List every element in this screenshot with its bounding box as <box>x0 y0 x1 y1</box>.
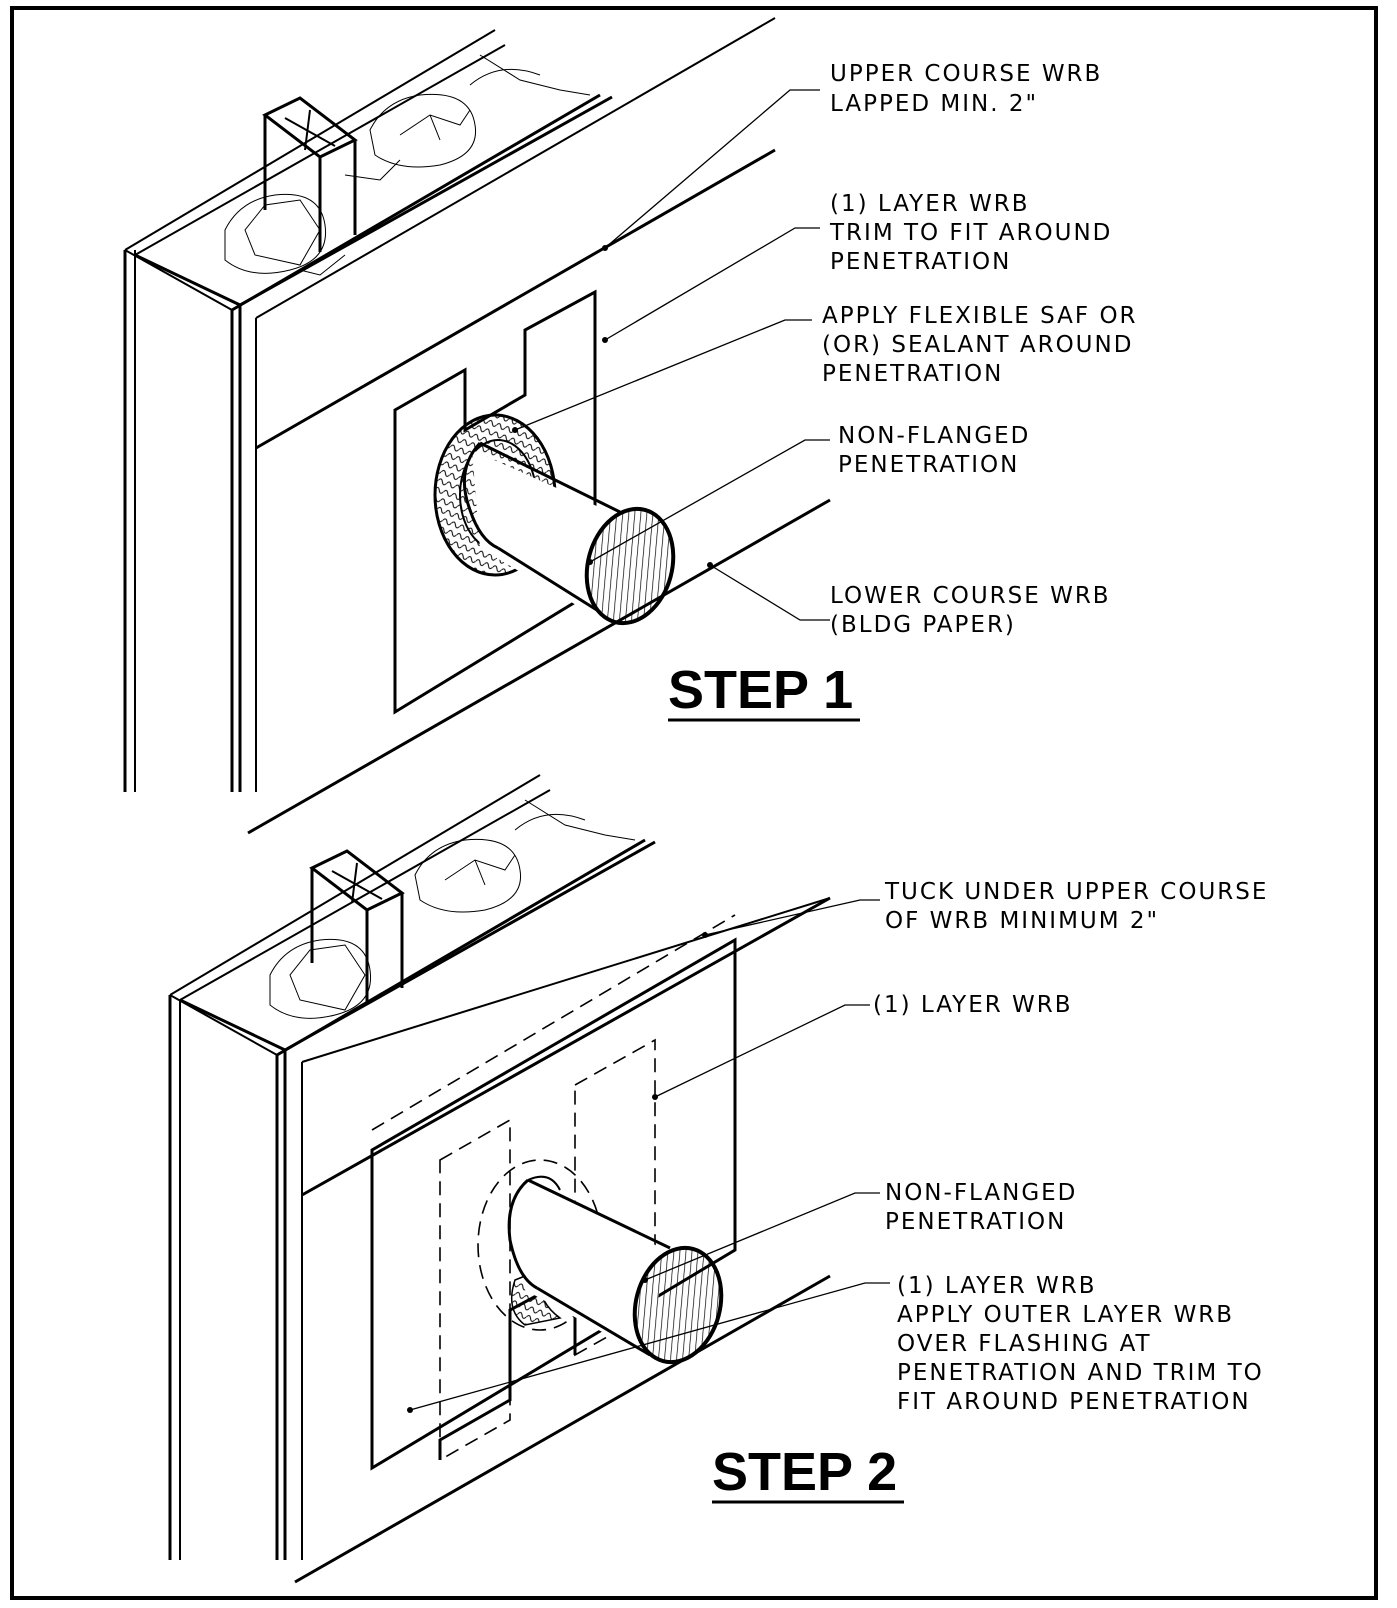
step1-note-layer-1: (1) LAYER WRB <box>830 191 1030 217</box>
step2-title: STEP 2 <box>712 1442 897 1502</box>
step1-stud <box>262 96 358 252</box>
step2-dashed-wrb-strips <box>439 1118 511 1462</box>
step2-note-outer-2: APPLY OUTER LAYER WRB <box>897 1302 1234 1328</box>
step2-wall-edge <box>168 994 303 1560</box>
step2-upper-course-line <box>301 896 831 1197</box>
step1-note-layer-3: PENETRATION <box>830 249 1011 275</box>
step2-insulation <box>269 799 636 1019</box>
drawing-frame <box>10 6 1378 1600</box>
step1-wrb-layer <box>393 289 597 715</box>
step2-stud <box>309 849 405 1005</box>
step2-outer-wrb-layer <box>370 937 737 1471</box>
step1-note-apply-2: (OR) SEALANT AROUND <box>822 332 1133 358</box>
step2-note-nonflanged-1: NON-FLANGED <box>885 1180 1077 1206</box>
step1-note-layer-2: TRIM TO FIT AROUND <box>829 220 1112 246</box>
step1-lower-course-line <box>247 498 831 835</box>
step2-note-outer-5: FIT AROUND PENETRATION <box>897 1389 1251 1415</box>
step1-note-lower-2: (BLDG PAPER) <box>830 612 1016 638</box>
step1-note-lower-1: LOWER COURSE WRB <box>830 583 1111 609</box>
step2-note-layer: (1) LAYER WRB <box>873 992 1073 1018</box>
step1-title: STEP 1 <box>668 660 853 720</box>
step1-pipe <box>462 441 676 626</box>
step2-note-outer-1: (1) LAYER WRB <box>897 1273 1097 1299</box>
step1-top-plate <box>124 17 776 319</box>
step1-note-apply-1: APPLY FLEXIBLE SAF OR <box>822 303 1138 329</box>
step2-pipe <box>507 1175 724 1365</box>
step1-drawing <box>123 17 831 835</box>
step1-note-upper-course-1: UPPER COURSE WRB <box>830 61 1102 87</box>
step2-dashed-upper-layer <box>371 914 736 1131</box>
step2-leaders <box>407 899 890 1413</box>
step2-lower-course-line <box>294 1274 831 1584</box>
step1-leaders <box>512 89 830 621</box>
step2-note-tuck-1: TUCK UNDER UPPER COURSE <box>884 879 1268 905</box>
step2-note-nonflanged-2: PENETRATION <box>885 1209 1066 1235</box>
step1-upper-course-line <box>255 148 776 450</box>
step1-note-upper-course-2: LAPPED MIN. 2" <box>830 91 1038 117</box>
step2-note-outer-3: OVER FLASHING AT <box>897 1331 1152 1357</box>
step1-note-apply-3: PENETRATION <box>822 361 1003 387</box>
step1-note-nonflanged-2: PENETRATION <box>838 452 1019 478</box>
step2-note-tuck-2: OF WRB MINIMUM 2" <box>885 908 1159 934</box>
step2-top-plate <box>169 774 831 1063</box>
step2-drawing <box>168 774 890 1584</box>
step1-insulation <box>224 54 591 276</box>
step2-note-outer-4: PENETRATION AND TRIM TO <box>897 1360 1264 1386</box>
step1-note-nonflanged-1: NON-FLANGED <box>838 423 1030 449</box>
step1-wall-edge <box>123 249 257 792</box>
